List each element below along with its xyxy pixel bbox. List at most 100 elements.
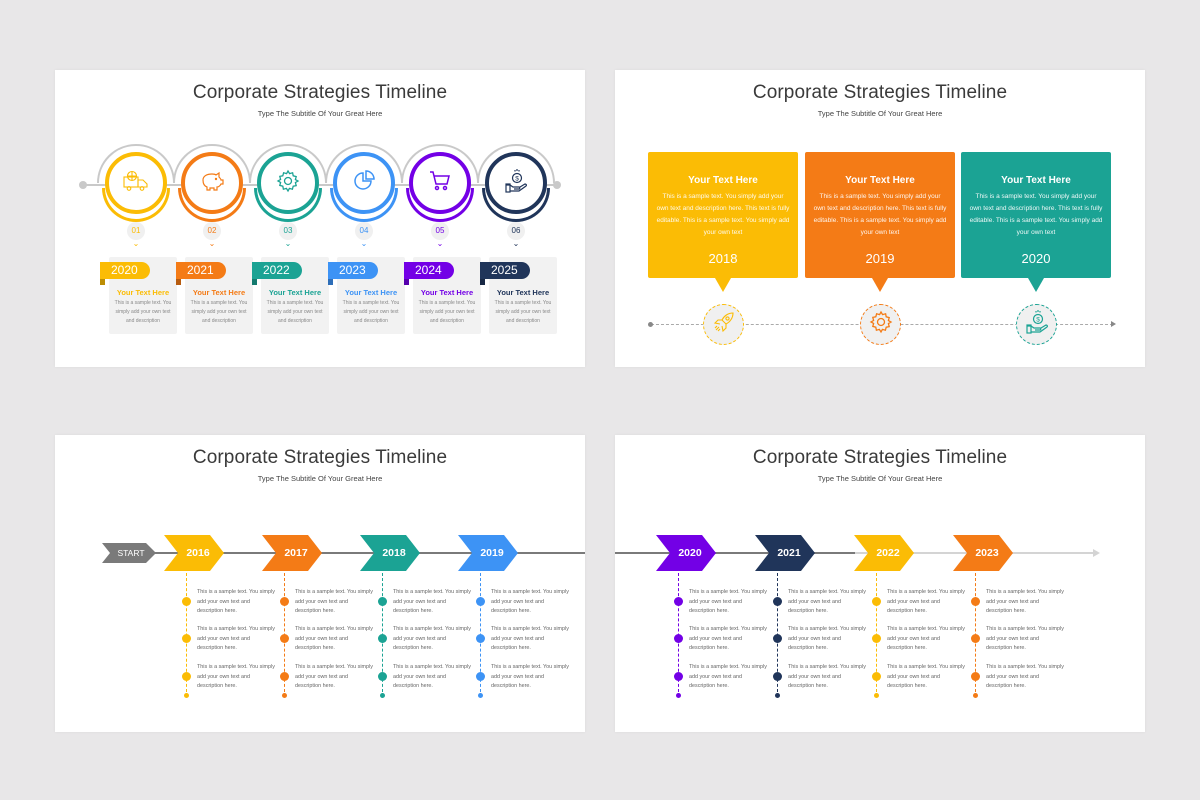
step-year-tab: 2023	[328, 262, 378, 279]
timeline-bullet	[378, 597, 387, 606]
step-number: 04	[355, 222, 373, 240]
delivery-truck-globe-icon	[123, 170, 149, 197]
connector-end-dot	[184, 693, 189, 698]
step-ring	[333, 152, 395, 214]
timeline-icon-badge[interactable]	[860, 304, 901, 345]
year-chevron[interactable]: 2022	[854, 535, 914, 571]
step-under-arc	[178, 188, 246, 222]
callout-year: 2018	[708, 251, 738, 266]
slide-timeline-circles[interactable]: Corporate Strategies Timeline Type The S…	[55, 70, 585, 367]
year-chevron[interactable]: 2019	[458, 535, 518, 571]
slide-subtitle: Type The Subtitle Of Your Great Here	[257, 109, 383, 118]
step-under-arc	[102, 188, 170, 222]
callout-body: This is a sample text. You simply add yo…	[969, 193, 1103, 236]
timeline-bullet	[872, 597, 881, 606]
step-under-arc	[254, 188, 322, 222]
step-body: This is a sample text. You simply add yo…	[494, 300, 552, 324]
timeline-line	[145, 552, 585, 554]
timeline-arrow-head	[1093, 549, 1100, 557]
timeline-item-text: This is a sample text. You simply add yo…	[295, 589, 373, 614]
step-node[interactable]	[249, 144, 327, 222]
step-year-tab: 2024	[404, 262, 454, 279]
step-node[interactable]	[401, 144, 479, 222]
timeline-item-text: This is a sample text. You simply add yo…	[986, 626, 1064, 651]
timeline-item-text: This is a sample text. You simply add yo…	[788, 626, 866, 651]
step-heading: Your Text Here	[496, 288, 550, 297]
svg-text:$: $	[515, 175, 519, 182]
callout-box[interactable]: Your Text Here This is a sample text. Yo…	[961, 152, 1111, 278]
step-node[interactable]	[173, 144, 251, 222]
year-label: 2020	[678, 547, 702, 559]
step-node[interactable]: $	[477, 144, 555, 222]
year-chevron[interactable]: 2020	[656, 535, 716, 571]
year-label: 2021	[777, 547, 801, 559]
step-year-tab: 2022	[252, 262, 302, 279]
timeline-bullet	[476, 597, 485, 606]
gear-icon	[276, 169, 300, 198]
timeline-item-text: This is a sample text. You simply add yo…	[197, 589, 275, 614]
step-outer-arc	[249, 144, 327, 183]
tab-fold	[328, 279, 333, 285]
timeline-bullet	[280, 672, 289, 681]
step-node[interactable]	[97, 144, 175, 222]
connector-end-dot	[973, 693, 978, 698]
step-body: This is a sample text. You simply add yo…	[266, 300, 324, 324]
chevron-down-icon: ⌄	[360, 239, 368, 248]
timeline-bullet	[773, 672, 782, 681]
svg-text:$: $	[1036, 317, 1040, 324]
rocket-icon	[713, 311, 735, 338]
timeline-bullet	[872, 634, 881, 643]
step-ring	[257, 152, 319, 214]
timeline-item-text: This is a sample text. You simply add yo…	[689, 626, 767, 651]
year-label: 2016	[186, 547, 210, 559]
callout-box[interactable]: Your Text Here This is a sample text. Yo…	[648, 152, 798, 278]
chevron-down-icon: ⌄	[512, 239, 520, 248]
callout-year: 2019	[865, 251, 895, 266]
step-ring	[105, 152, 167, 214]
callout-pointer	[872, 278, 888, 292]
timeline-bullet	[182, 672, 191, 681]
slide-timeline-chevrons-a[interactable]: Corporate Strategies Timeline Type The S…	[55, 435, 585, 732]
year-label: 2022	[876, 547, 900, 559]
timeline-item-text: This is a sample text. You simply add yo…	[295, 626, 373, 651]
timeline-icon-badge[interactable]	[703, 304, 744, 345]
step-number: 05	[431, 222, 449, 240]
step-number: 01	[127, 222, 145, 240]
connector-end-dot	[478, 693, 483, 698]
callout-body: This is a sample text. You simply add yo…	[656, 193, 790, 236]
connector-end-dot	[380, 693, 385, 698]
timeline-item-text: This is a sample text. You simply add yo…	[393, 626, 471, 651]
timeline-bullet	[674, 672, 683, 681]
year-chevron[interactable]: 2017	[262, 535, 322, 571]
slide-title: Corporate Strategies Timeline	[752, 82, 1008, 103]
callout-heading: Your Text Here	[1001, 175, 1071, 186]
chevron-down-icon: ⌄	[208, 239, 216, 248]
tab-fold	[176, 279, 181, 285]
step-number: 03	[279, 222, 297, 240]
step-heading: Your Text Here	[420, 288, 474, 297]
timeline-bullet	[971, 597, 980, 606]
step-outer-arc	[477, 144, 555, 183]
timeline-end-dot	[553, 181, 561, 189]
step-under-arc	[406, 188, 474, 222]
timeline-arrow-head	[1111, 321, 1116, 327]
timeline-bullet	[773, 634, 782, 643]
timeline-start-dot	[648, 322, 653, 327]
year-chevron[interactable]: 2021	[755, 535, 815, 571]
connector-end-dot	[282, 693, 287, 698]
timeline-icon-badge[interactable]: $	[1016, 304, 1057, 345]
year-chevron[interactable]: 2016	[164, 535, 224, 571]
slide-timeline-chevrons-b[interactable]: Corporate Strategies Timeline Type The S…	[615, 435, 1145, 732]
timeline-start-dot	[79, 181, 87, 189]
timeline-bullet	[182, 597, 191, 606]
year-chevron[interactable]: 2018	[360, 535, 420, 571]
callout-box[interactable]: Your Text Here This is a sample text. Yo…	[805, 152, 955, 278]
year-chevron[interactable]: 2023	[953, 535, 1013, 571]
step-ring: $	[485, 152, 547, 214]
timeline-line-dark	[615, 552, 855, 554]
step-node[interactable]	[325, 144, 403, 222]
step-under-arc	[482, 188, 550, 222]
slide-timeline-callouts[interactable]: Corporate Strategies Timeline Type The S…	[615, 70, 1145, 367]
slide-title: Corporate Strategies Timeline	[752, 447, 1008, 468]
callout-pointer	[715, 278, 731, 292]
